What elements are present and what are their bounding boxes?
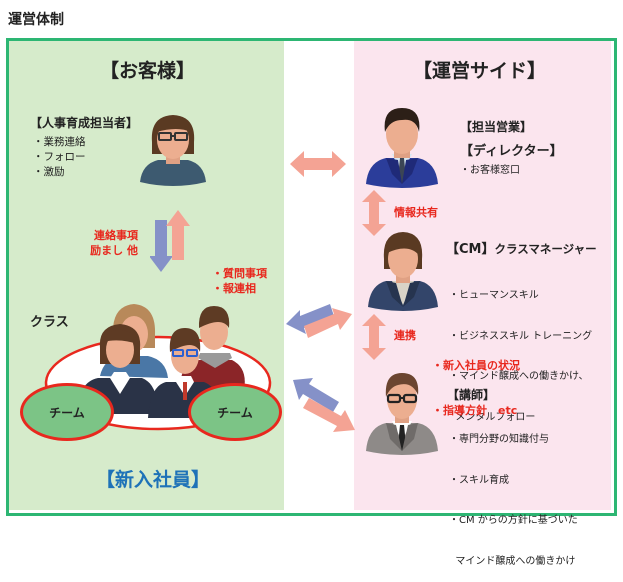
cm-duty-item: ・ヒューマンスキル bbox=[449, 290, 539, 301]
cooperation-items: ・新入社員の状況 ・指導方針 etc bbox=[432, 328, 520, 433]
person-woman-glasses-icon bbox=[138, 112, 208, 186]
instructor-duty-item: ・スキル育成 bbox=[449, 474, 509, 486]
sales-duty-item: ・お客様窓口 bbox=[460, 165, 520, 176]
instructor-role: 【講師】 bbox=[447, 388, 496, 402]
info-share-label: 情報共有 bbox=[394, 206, 438, 219]
class-label: クラス bbox=[30, 315, 69, 330]
cm-duties: ・ヒューマンスキル ・ビジネススキル トレーニング ・マインド醸成への働きかけ、… bbox=[449, 262, 592, 438]
hr-duty-item: ・フォロー bbox=[33, 151, 86, 163]
down-arrow-icon bbox=[150, 210, 174, 274]
cooperation-label: 連携 bbox=[394, 329, 416, 342]
person-man-glasses-icon bbox=[362, 369, 442, 455]
cm-duty-item: ・マインド醸成への働きかけ、 bbox=[449, 371, 589, 382]
hr-person-duties: ・業務連絡 ・フォロー ・激励 bbox=[33, 135, 86, 180]
note-line: 連絡事項 bbox=[94, 229, 138, 242]
sales-role: 【担当営業】 bbox=[460, 120, 533, 134]
instructor-duty-item: ・CM からの方針に基づいた bbox=[449, 515, 578, 526]
page-title: 運営体制 bbox=[8, 12, 64, 28]
note-line: 励まし 他 bbox=[90, 244, 138, 257]
cooperation-item: ・新入社員の状況 bbox=[432, 359, 520, 372]
cm-role-name: クラスマネージャー bbox=[494, 242, 597, 256]
cm-role-abbr: 【CM】 bbox=[446, 242, 495, 257]
note-line: ・質問事項 bbox=[212, 267, 267, 280]
operations-heading: 【運営サイド】 bbox=[413, 60, 547, 82]
vertical-double-arrow-icon bbox=[362, 190, 386, 236]
note-line: ・報連相 bbox=[212, 282, 256, 295]
instructor-duty-item: ・専門分野の知識付与 bbox=[449, 434, 549, 445]
person-man-suit-icon bbox=[362, 104, 442, 188]
cm-duty-item: ・ビジネススキル トレーニング bbox=[449, 330, 593, 342]
from-trainees-note: ・質問事項 ・報連相 bbox=[212, 266, 267, 296]
hr-person-role: 【人事育成担当者】 bbox=[30, 116, 139, 130]
instructor-duty-item: マインド醸成への働きかけ bbox=[449, 555, 576, 567]
hr-duty-item: ・激励 bbox=[33, 166, 65, 178]
team-bubble-right: チーム bbox=[188, 383, 282, 441]
hr-duty-item: ・業務連絡 bbox=[33, 136, 86, 148]
cm-role: 【CM】クラスマネージャー bbox=[446, 238, 597, 257]
team-label: チーム bbox=[217, 405, 253, 420]
to-trainees-note: 連絡事項 励まし 他 bbox=[88, 228, 138, 258]
director-role: 【ディレクター】 bbox=[460, 144, 563, 159]
double-arrow-icon bbox=[290, 151, 346, 177]
vertical-double-arrow-icon bbox=[362, 314, 386, 360]
person-woman-suit-icon bbox=[364, 229, 442, 311]
team-bubble-left: チーム bbox=[20, 383, 114, 441]
sales-duties: ・お客様窓口 bbox=[460, 164, 520, 178]
cm-duty-item: メンタルフォロー bbox=[449, 411, 536, 423]
up-arrow-icon bbox=[166, 208, 190, 266]
cooperation-item: ・指導方針 etc bbox=[432, 404, 518, 417]
instructor-duties: ・専門分野の知識付与 ・スキル育成 ・CM からの方針に基づいた マインド醸成へ… bbox=[449, 406, 578, 582]
exchange-arrows-icon bbox=[286, 298, 352, 344]
exchange-arrows-icon bbox=[293, 378, 355, 434]
team-label: チーム bbox=[49, 405, 85, 420]
trainees-heading: 【新入社員】 bbox=[96, 469, 211, 491]
client-heading: 【お客様】 bbox=[100, 60, 196, 82]
